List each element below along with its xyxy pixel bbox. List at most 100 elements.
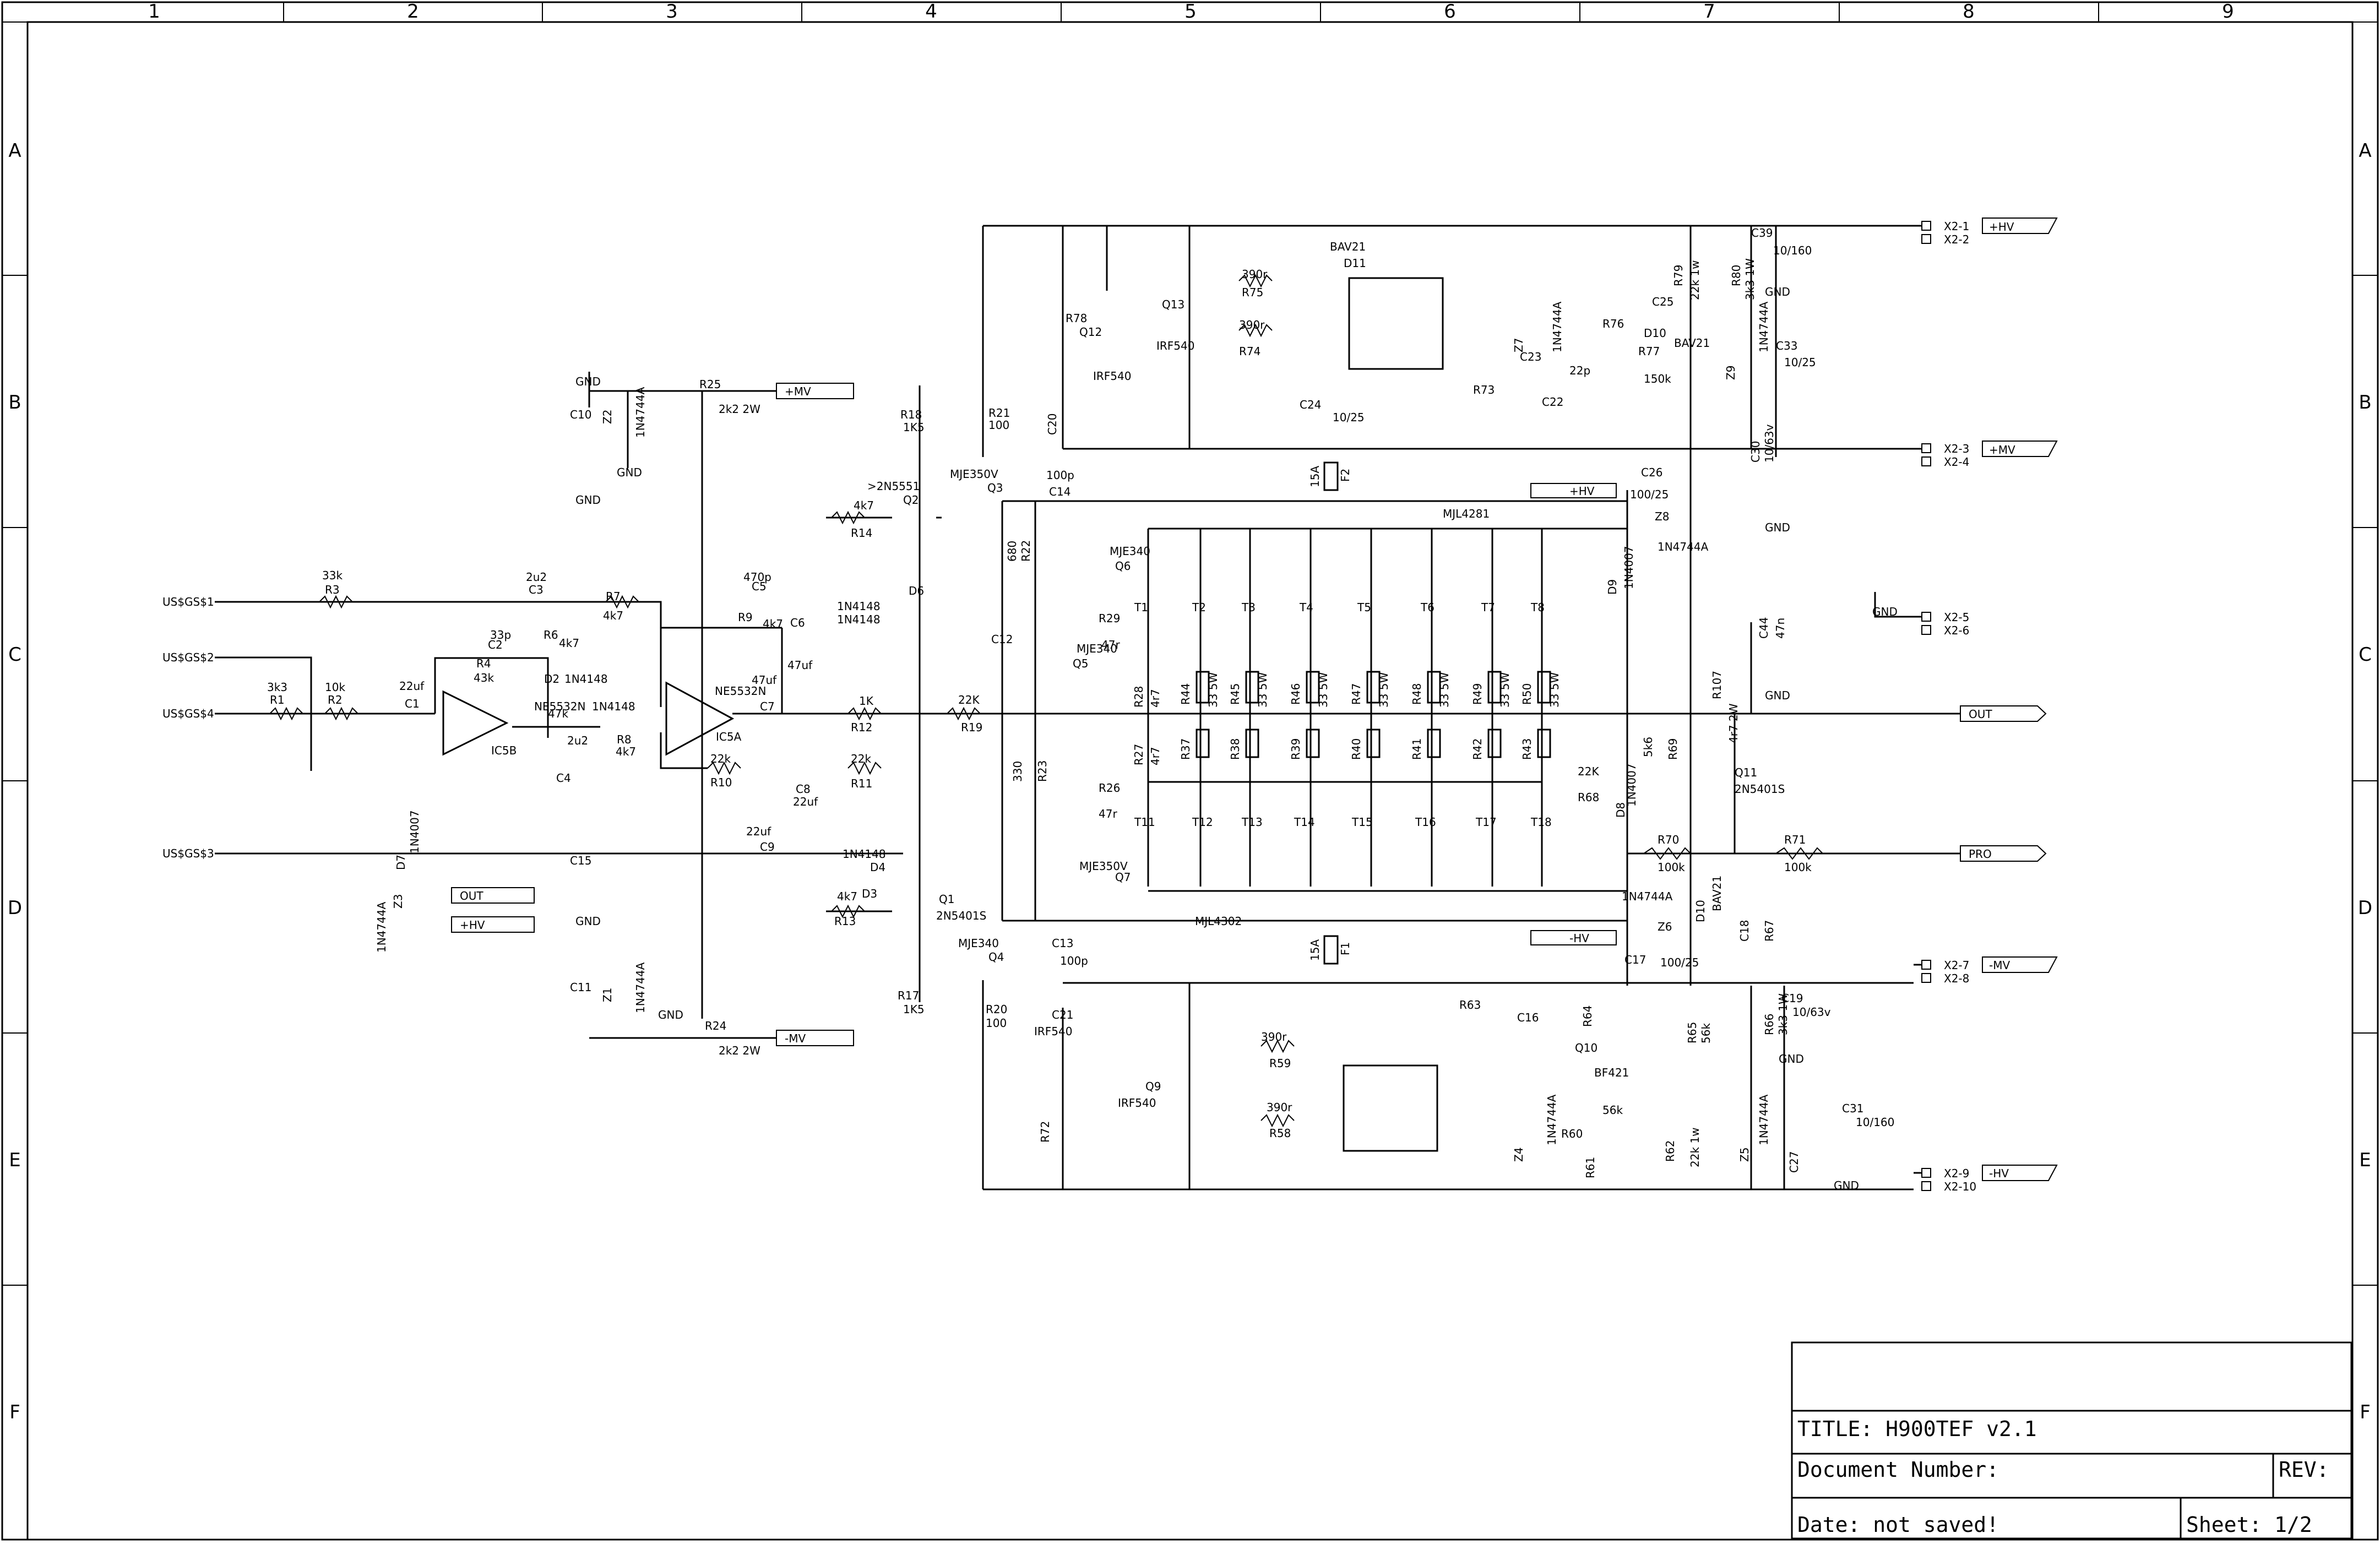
svg-text:MJE350V: MJE350V (1079, 860, 1128, 873)
svg-text:47r: 47r (1101, 638, 1120, 651)
svg-text:+HV: +HV (1569, 485, 1595, 498)
svg-text:1N4744A: 1N4744A (1658, 540, 1709, 553)
wires (215, 225, 1960, 1190)
svg-text:X2-9: X2-9 (1944, 1167, 1969, 1180)
output-pnp-row: MJL4302 T11 T12 T13 T14 T15 T16 T17 T18 (1134, 816, 1552, 928)
ports: +HV +MV OUT PRO -MV -HV +MV -MV OUT +HV … (451, 218, 2058, 1181)
svg-text:R22: R22 (1019, 540, 1033, 562)
svg-text:100p: 100p (1046, 469, 1074, 482)
svg-text:R18: R18 (900, 408, 922, 421)
svg-text:100k: 100k (1658, 861, 1685, 874)
svg-text:C21: C21 (1052, 1008, 1073, 1021)
svg-text:470p: 470p (743, 570, 771, 584)
svg-text:10/63v: 10/63v (1792, 1005, 1831, 1019)
svg-text:C19: C19 (1781, 992, 1803, 1005)
col-9: 9 (2222, 1, 2234, 23)
svg-text:1K5: 1K5 (903, 1003, 925, 1016)
svg-text:-HV: -HV (1569, 932, 1589, 945)
svg-text:MJE340: MJE340 (1110, 545, 1150, 558)
svg-text:22uf: 22uf (746, 825, 771, 838)
svg-text:1N4744A: 1N4744A (1757, 301, 1770, 352)
svg-text:R25: R25 (699, 378, 721, 391)
svg-text:IRF540: IRF540 (1034, 1025, 1072, 1038)
svg-text:R26: R26 (1099, 781, 1120, 795)
svg-text:T18: T18 (1530, 816, 1552, 829)
svg-text:4k7: 4k7 (616, 745, 636, 758)
svg-text:1N4007: 1N4007 (1622, 546, 1635, 589)
row-a-right: A (2359, 140, 2371, 162)
emitter-resistors-upper: 33 5W 33 5W 33 5W 33 5W 33 5W 33 5W 33 5… (1179, 671, 1561, 708)
svg-text:Q6: Q6 (1115, 559, 1131, 573)
svg-text:22K: 22K (958, 693, 980, 706)
input-labels: US$GS$1 US$GS$2 US$GS$4 US$GS$3 (162, 595, 214, 860)
svg-text:R11: R11 (851, 777, 872, 790)
svg-text:+HV: +HV (1989, 220, 2014, 233)
svg-text:1N4744A: 1N4744A (634, 387, 647, 438)
port-hv-top: +HV (1982, 218, 2058, 234)
svg-text:R27: R27 (1132, 744, 1145, 765)
svg-text:Q13: Q13 (1162, 298, 1184, 311)
svg-text:10/160: 10/160 (1773, 244, 1812, 257)
svg-text:R28: R28 (1132, 686, 1145, 708)
svg-text:100k: 100k (1784, 861, 1812, 874)
port-out-small: OUT (451, 887, 535, 904)
svg-text:R41: R41 (1410, 738, 1423, 760)
svg-text:33 5W: 33 5W (1207, 672, 1220, 708)
svg-text:T8: T8 (1530, 601, 1545, 614)
svg-text:100: 100 (988, 418, 1009, 432)
svg-text:47r: 47r (1099, 807, 1117, 820)
svg-text:-MV: -MV (785, 1032, 806, 1045)
svg-text:1N4148: 1N4148 (837, 613, 881, 626)
svg-text:BAV21: BAV21 (1330, 240, 1366, 253)
svg-text:C6: C6 (790, 616, 805, 629)
svg-text:3k3 1W: 3k3 1W (1743, 258, 1757, 300)
svg-text:R23: R23 (1036, 760, 1049, 782)
svg-text:R38: R38 (1229, 738, 1242, 760)
svg-text:R46: R46 (1289, 683, 1302, 705)
svg-text:R17: R17 (898, 989, 919, 1002)
svg-text:Q9: Q9 (1145, 1080, 1161, 1093)
row-c-left: C (8, 644, 21, 666)
svg-text:Z5: Z5 (1738, 1148, 1751, 1162)
svg-text:22K: 22K (1578, 765, 1599, 778)
svg-text:PRO: PRO (1969, 847, 1992, 861)
svg-text:BAV21: BAV21 (1710, 876, 1724, 911)
svg-text:R24: R24 (705, 1019, 726, 1032)
svg-text:Z4: Z4 (1512, 1148, 1525, 1162)
svg-text:R4: R4 (476, 657, 491, 670)
svg-text:Q10: Q10 (1575, 1041, 1597, 1054)
svg-text:C11: C11 (570, 981, 591, 994)
svg-text:100: 100 (986, 1016, 1007, 1030)
svg-text:3k3 1W: 3k3 1W (1776, 993, 1790, 1035)
row-b-right: B (2359, 392, 2371, 414)
svg-text:22k 1w: 22k 1w (1688, 1128, 1702, 1167)
svg-text:Q12: Q12 (1079, 325, 1102, 339)
svg-text:R37: R37 (1179, 738, 1192, 760)
svg-text:Z2: Z2 (601, 410, 614, 424)
svg-text:43k: 43k (474, 671, 494, 684)
svg-text:T6: T6 (1420, 601, 1434, 614)
svg-text:2u2: 2u2 (526, 570, 547, 584)
svg-text:1K5: 1K5 (903, 421, 925, 434)
document-number-label: Document Number: (1797, 1458, 1999, 1482)
svg-text:T17: T17 (1475, 816, 1497, 829)
svg-text:GND: GND (1872, 605, 1898, 618)
svg-text:C8: C8 (796, 782, 811, 796)
svg-text:BAV21: BAV21 (1674, 336, 1710, 350)
svg-text:R13: R13 (834, 915, 856, 928)
svg-text:+MV: +MV (785, 385, 811, 398)
driver-ic-top (1348, 277, 1444, 370)
svg-text:C14: C14 (1049, 485, 1071, 498)
svg-text:C27: C27 (1787, 1151, 1801, 1173)
svg-text:C3: C3 (529, 583, 544, 596)
svg-text:47k: 47k (548, 707, 568, 720)
svg-text:T11: T11 (1134, 816, 1155, 829)
fuse-f2: 15A F2 (1308, 461, 1352, 491)
svg-text:R19: R19 (961, 721, 982, 734)
svg-text:T13: T13 (1241, 816, 1263, 829)
svg-text:680: 680 (1006, 541, 1019, 562)
svg-text:C13: C13 (1052, 937, 1073, 950)
opamp-ic5b: IC5B (442, 690, 517, 757)
svg-text:GND: GND (575, 915, 601, 928)
svg-text:C39: C39 (1751, 226, 1773, 240)
